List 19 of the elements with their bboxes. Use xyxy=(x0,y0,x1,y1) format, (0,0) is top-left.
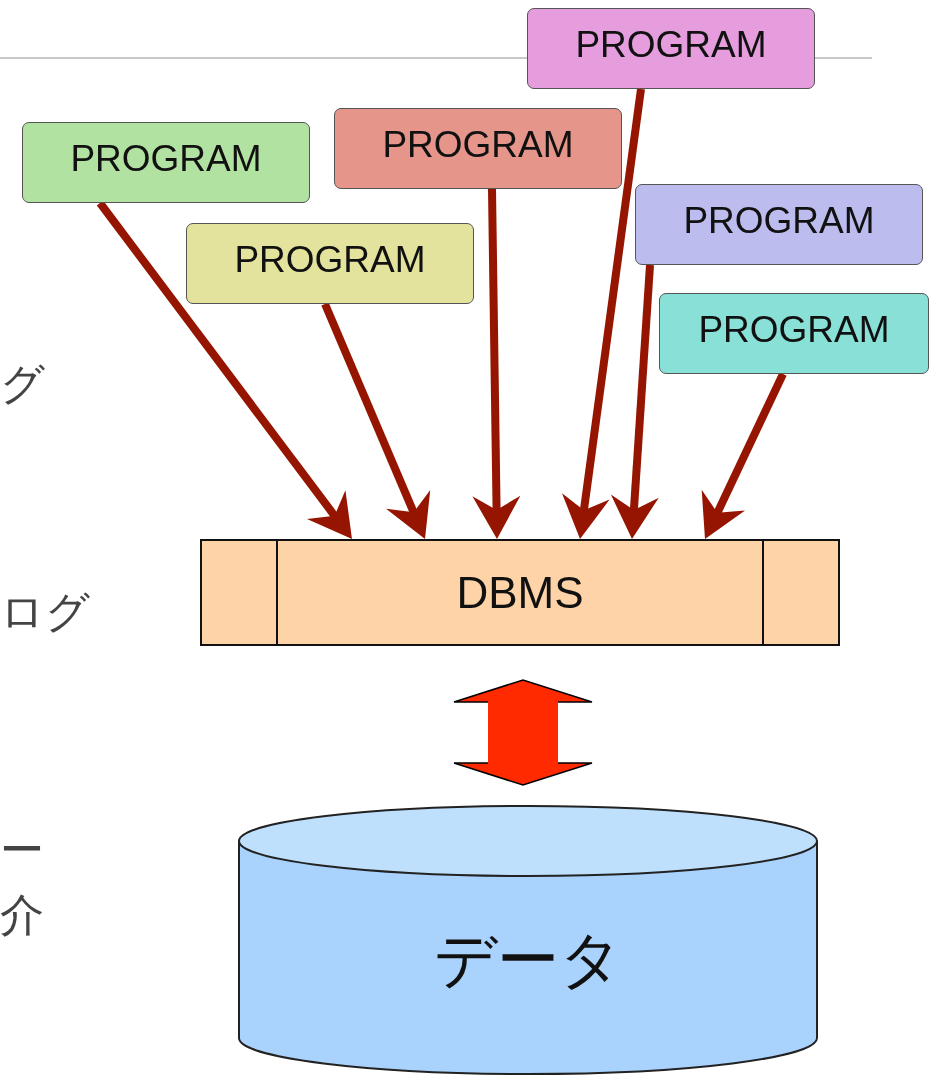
program-box: PROGRAM xyxy=(635,184,923,265)
text-fragment: グ xyxy=(0,362,45,406)
dbms-box xyxy=(200,539,840,646)
arrow xyxy=(701,372,787,539)
arrow xyxy=(321,302,431,539)
arrow xyxy=(610,264,659,539)
program-box: PROGRAM xyxy=(334,108,622,189)
data-label: データ xyxy=(434,922,622,998)
database-cylinder xyxy=(238,805,818,1075)
arrow xyxy=(472,188,521,539)
program-box: PROGRAM xyxy=(22,122,310,203)
program-box: PROGRAM xyxy=(527,8,815,89)
arrow xyxy=(562,88,645,539)
dbms-label: DBMS xyxy=(456,567,584,618)
program-box: PROGRAM xyxy=(186,223,474,304)
text-fragment: 介 xyxy=(0,893,44,937)
text-fragment: ー xyxy=(0,828,44,872)
program-box: PROGRAM xyxy=(659,293,929,374)
text-fragment: ログ xyxy=(0,590,90,634)
